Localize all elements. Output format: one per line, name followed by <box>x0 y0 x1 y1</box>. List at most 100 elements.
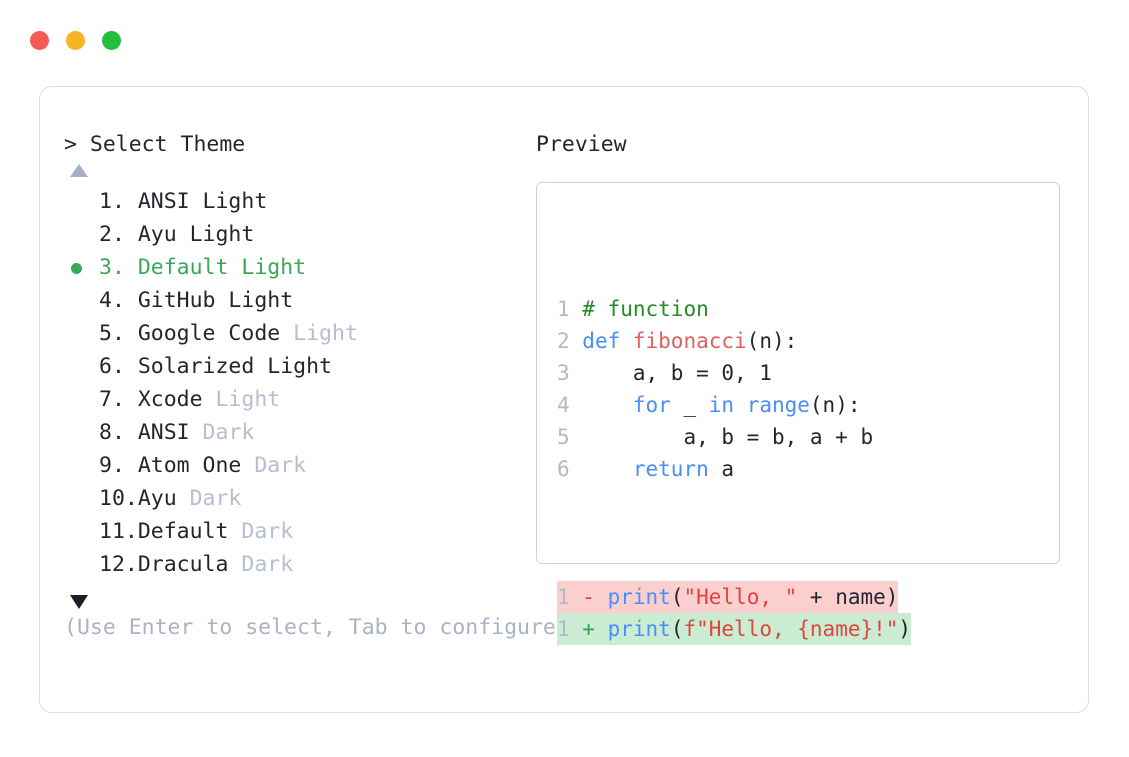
theme-item-text: 2. Ayu Light <box>64 218 254 251</box>
theme-item-text: 8. ANSI Dark <box>64 416 254 449</box>
code-line-number: 6 <box>557 457 570 481</box>
theme-item-text: 7. Xcode Light <box>64 383 280 416</box>
code-line: 2 def fibonacci(n): <box>557 325 911 357</box>
theme-item-variant: Light <box>202 387 281 412</box>
theme-item-text: 11. Default Dark <box>64 515 293 548</box>
code-line: 1 # function <box>557 293 911 325</box>
theme-item-number: 8. <box>99 420 125 445</box>
code-line-number: 1 <box>557 297 570 321</box>
theme-item-number: 9. <box>99 453 125 478</box>
theme-item-name: Atom One <box>124 453 242 478</box>
diff-row: 1 + print(f"Hello, {name}!") <box>557 613 912 645</box>
code-token: a, b = 0, 1 <box>582 361 772 385</box>
code-token: fibonacci <box>632 329 747 353</box>
theme-item-number: 11. <box>99 519 138 544</box>
code-token <box>582 457 633 481</box>
theme-item-number: 12. <box>99 552 138 577</box>
theme-item-variant: Dark <box>228 519 294 544</box>
code-token: + name) <box>797 585 899 609</box>
theme-item-text: 3. Default Light <box>64 251 306 284</box>
code-token: print <box>607 617 671 641</box>
diff-row: 1 - print("Hello, " + name) <box>557 581 911 613</box>
theme-item-variant: Light <box>280 321 358 346</box>
prompt-caret-icon: > <box>64 132 77 157</box>
selected-bullet-icon <box>71 263 82 274</box>
code-line: 4 for _ in range(n): <box>557 389 911 421</box>
theme-list-item[interactable]: 1. ANSI Light <box>64 185 534 218</box>
code-token: (n): <box>809 393 861 417</box>
theme-list-item[interactable]: 5. Google Code Light <box>64 317 534 350</box>
theme-item-variant: Dark <box>189 420 255 445</box>
theme-item-text: 9. Atom One Dark <box>64 449 306 482</box>
code-line: 6 return a <box>557 453 911 485</box>
diff-removed-line: 1 - print("Hello, " + name) <box>557 581 899 613</box>
theme-list-item[interactable]: 11. Default Dark <box>64 515 534 548</box>
code-line: 5 a, b = b, a + b <box>557 421 911 453</box>
theme-list-item[interactable]: 8. ANSI Dark <box>64 416 534 449</box>
theme-list-item[interactable]: 4. GitHub Light <box>64 284 534 317</box>
code-token: "Hello, " <box>683 585 798 609</box>
diff-added-line: 1 + print(f"Hello, {name}!") <box>557 613 912 645</box>
preview-label: Preview <box>536 132 627 157</box>
code-token: ) <box>898 617 912 641</box>
diff-line-number: 1 <box>557 617 570 641</box>
diff-sign: - <box>582 585 595 609</box>
theme-item-variant: Dark <box>176 486 242 511</box>
theme-list-item[interactable]: 9. Atom One Dark <box>64 449 534 482</box>
code-token: def <box>582 329 633 353</box>
theme-item-name: Ayu <box>124 486 177 511</box>
theme-list-item[interactable]: 7. Xcode Light <box>64 383 534 416</box>
code-token: a <box>721 457 735 481</box>
theme-item-name: Google Code <box>124 321 281 346</box>
diff-line-number: 1 <box>557 585 570 609</box>
theme-list-item[interactable]: 3. Default Light <box>64 251 534 284</box>
theme-item-variant: Dark <box>228 552 294 577</box>
theme-list-item[interactable]: 6. Solarized Light <box>64 350 534 383</box>
theme-item-text: 5. Google Code Light <box>64 317 358 350</box>
theme-item-name: ANSI <box>124 420 190 445</box>
theme-item-name: Default Light <box>124 255 307 280</box>
code-token: for <box>632 393 684 417</box>
theme-item-text: 4. GitHub Light <box>64 284 293 317</box>
code-token: # function <box>582 297 709 321</box>
code-token: return <box>632 457 722 481</box>
theme-item-text: 10. Ayu Dark <box>64 482 241 515</box>
code-token: (n): <box>746 329 798 353</box>
diff-lines: 1 - print("Hello, " + name)1 + print(f"H… <box>557 581 912 645</box>
theme-item-name: Xcode <box>124 387 203 412</box>
theme-item-text: 1. ANSI Light <box>64 185 267 218</box>
theme-item-number: 2. <box>99 222 125 247</box>
theme-item-number: 1. <box>99 189 125 214</box>
theme-list-item[interactable]: 10. Ayu Dark <box>64 482 534 515</box>
theme-item-name: Ayu Light <box>124 222 255 247</box>
theme-list-item[interactable]: 2. Ayu Light <box>64 218 534 251</box>
code-token: range <box>746 393 810 417</box>
theme-list-item[interactable]: 12. Dracula Dark <box>64 548 534 581</box>
minimize-button[interactable] <box>66 31 85 50</box>
code-token: ( <box>670 617 684 641</box>
theme-item-text: 12. Dracula Dark <box>64 548 293 581</box>
theme-item-number: 5. <box>99 321 125 346</box>
theme-item-number: 4. <box>99 288 125 313</box>
code-token: _ <box>683 393 709 417</box>
theme-item-number: 3. <box>99 255 125 280</box>
code-line-number: 5 <box>557 425 570 449</box>
scroll-down-icon[interactable] <box>70 595 88 609</box>
theme-item-name: Solarized Light <box>124 354 332 379</box>
window-traffic-lights <box>30 31 121 50</box>
code-token: ( <box>670 585 684 609</box>
theme-item-name: Dracula <box>124 552 229 577</box>
code-line-number: 3 <box>557 361 570 385</box>
code-token: f"Hello, {name}!" <box>683 617 899 641</box>
close-button[interactable] <box>30 31 49 50</box>
maximize-button[interactable] <box>102 31 121 50</box>
theme-item-number: 7. <box>99 387 125 412</box>
code-token: in <box>708 393 747 417</box>
scroll-up-icon[interactable] <box>70 164 88 177</box>
